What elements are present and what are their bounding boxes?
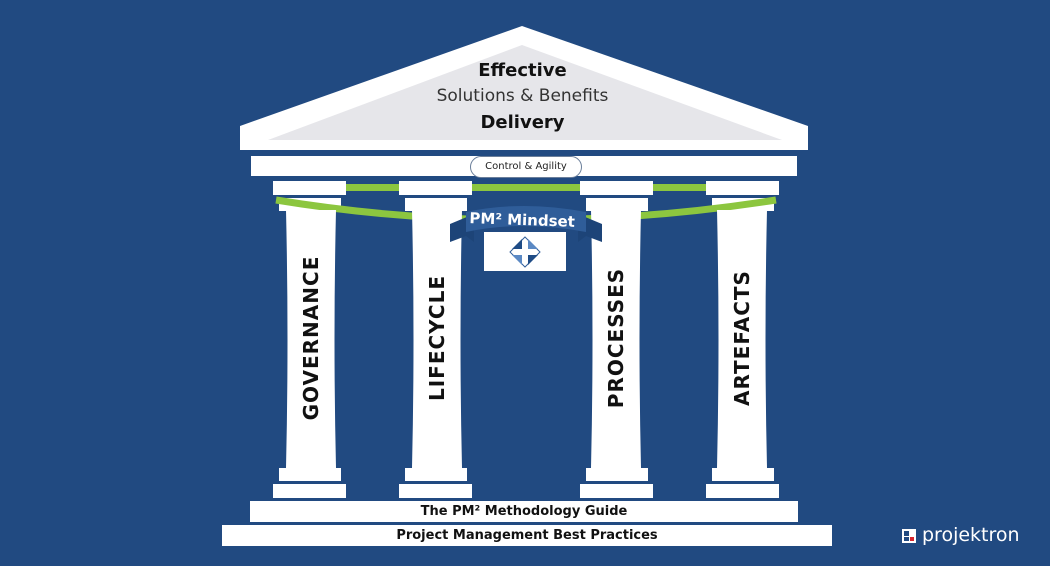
- banner-ribbon: [466, 206, 586, 232]
- pillar-shaft-4: [717, 210, 767, 468]
- pillar-plinth-2: [399, 484, 472, 498]
- pillar-label-artefacts: ARTEFACTS: [730, 270, 754, 406]
- pillar-label-governance: GOVERNANCE: [299, 255, 323, 421]
- rope-rail-2: [472, 184, 580, 191]
- best-practices-step: Project Management Best Practices: [222, 525, 832, 546]
- capital-1: [273, 181, 346, 195]
- pillar-label-lifecycle: LIFECYCLE: [425, 274, 449, 402]
- pillar-shaft-3: [591, 210, 641, 468]
- pillar-plinth-3: [580, 484, 653, 498]
- pillar-plinth-1: [273, 484, 346, 498]
- capital-lower-3: [586, 198, 648, 211]
- pm2-logo-icon: [509, 236, 541, 268]
- pillar-base-1: [279, 468, 341, 481]
- control-agility-label: Control & Agility: [470, 156, 582, 178]
- pillar-label-processes: PROCESSES: [604, 267, 628, 409]
- brand-name: projektron: [922, 524, 1020, 546]
- banner-label: PM² Mindset: [469, 209, 575, 231]
- pillar-base-4: [712, 468, 774, 481]
- rope-rail-3: [653, 184, 706, 191]
- pillar-base-3: [586, 468, 648, 481]
- projektron-mark-icon: [902, 529, 916, 543]
- pillar-shaft-2: [412, 210, 462, 468]
- methodology-guide-step: The PM² Methodology Guide: [250, 501, 798, 522]
- roof-title-effective: Effective: [478, 60, 567, 81]
- capital-4: [706, 181, 779, 195]
- pillar-base-2: [405, 468, 467, 481]
- capital-3: [580, 181, 653, 195]
- pillar-plinth-4: [706, 484, 779, 498]
- capital-2: [399, 181, 472, 195]
- capital-lower-2: [405, 198, 467, 211]
- roof-subtitle: Solutions & Benefits: [436, 86, 609, 106]
- roof-title-delivery: Delivery: [480, 112, 565, 133]
- pillar-shaft-1: [286, 210, 336, 468]
- roof-inner-panel: [268, 45, 782, 140]
- rope-rail-1: [346, 184, 399, 191]
